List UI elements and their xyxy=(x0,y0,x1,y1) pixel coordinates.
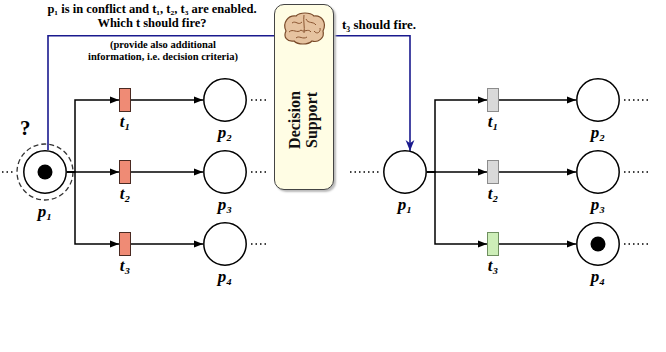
place-outline xyxy=(383,150,427,194)
place-circle: p₄ xyxy=(576,222,620,266)
place-outline xyxy=(203,78,247,122)
place-outline xyxy=(384,151,426,193)
place-circle: p₁ xyxy=(23,150,67,194)
decision-support-box: Decision Support xyxy=(274,4,334,190)
decision-link xyxy=(334,36,410,151)
place-outline xyxy=(203,150,247,194)
place-circle: p₂ xyxy=(203,78,247,122)
place-label: p₂ xyxy=(591,124,605,143)
transition-label: t₂ xyxy=(120,185,131,204)
token xyxy=(38,165,53,180)
brain-icon xyxy=(280,11,328,47)
decision-link xyxy=(48,36,274,150)
transition-bar: t₃ xyxy=(119,232,131,256)
transition-bar: t₁ xyxy=(119,88,131,112)
place-label: p₃ xyxy=(218,196,232,215)
arc xyxy=(131,243,203,245)
arc xyxy=(131,171,203,173)
transition-bar: t₁ xyxy=(487,88,499,112)
continuation-dots xyxy=(251,99,268,101)
continuation-dots xyxy=(624,99,650,101)
arc xyxy=(499,243,576,245)
place-outline xyxy=(23,150,67,194)
place-circle: p₃ xyxy=(576,150,620,194)
transition-label: t₃ xyxy=(120,257,131,276)
conflict-mark: ? xyxy=(20,116,31,141)
place-label: p₄ xyxy=(591,268,605,287)
edge-label: p₁ is in conflict and t₁, t₂, t₃ are ena… xyxy=(36,2,268,31)
place-outline xyxy=(204,79,246,121)
arc xyxy=(131,99,203,101)
place-outline xyxy=(24,151,66,193)
transition-bar: t₃ xyxy=(487,232,499,256)
transition-bar: t₂ xyxy=(487,160,499,184)
conflict-ring xyxy=(17,144,73,200)
place-circle: p₃ xyxy=(203,150,247,194)
transition-label: t₃ xyxy=(488,257,499,276)
place-label: p₁ xyxy=(398,196,412,215)
place-circle: p₁ xyxy=(383,150,427,194)
place-outline xyxy=(577,79,619,121)
continuation-dots xyxy=(624,171,650,173)
edge-label: t₃ should fire. xyxy=(342,18,416,33)
transition-bar: t₂ xyxy=(119,160,131,184)
arc xyxy=(499,171,576,173)
brain-icon xyxy=(289,15,320,38)
place-outline xyxy=(204,151,246,193)
arc xyxy=(427,171,487,173)
continuation-dots xyxy=(624,243,650,245)
place-outline xyxy=(577,151,619,193)
place-label: p₄ xyxy=(218,268,232,287)
place-outline xyxy=(204,223,246,265)
token xyxy=(591,237,606,252)
place-outline xyxy=(576,222,620,266)
place-outline xyxy=(576,150,620,194)
arc xyxy=(67,172,119,244)
place-circle: p₄ xyxy=(203,222,247,266)
arc xyxy=(427,100,487,172)
box-title: Decision Support xyxy=(287,70,321,170)
arc xyxy=(499,99,576,101)
continuation-dots xyxy=(350,171,380,173)
place-label: p₃ xyxy=(591,196,605,215)
place-label: p₁ xyxy=(38,203,52,222)
continuation-dots xyxy=(251,171,268,173)
transition-label: t₁ xyxy=(120,113,131,132)
arc xyxy=(67,100,119,172)
continuation-dots xyxy=(2,171,15,173)
transition-label: t₂ xyxy=(488,185,499,204)
place-label: p₂ xyxy=(218,124,232,143)
transition-label: t₁ xyxy=(488,113,499,132)
continuation-dots xyxy=(251,243,268,245)
arc xyxy=(427,172,487,244)
place-circle: p₂ xyxy=(576,78,620,122)
note-text: (provide also additional information, i.… xyxy=(88,39,238,63)
place-outline xyxy=(576,78,620,122)
place-outline xyxy=(203,222,247,266)
place-outline xyxy=(577,223,619,265)
brain-icon xyxy=(285,13,325,44)
